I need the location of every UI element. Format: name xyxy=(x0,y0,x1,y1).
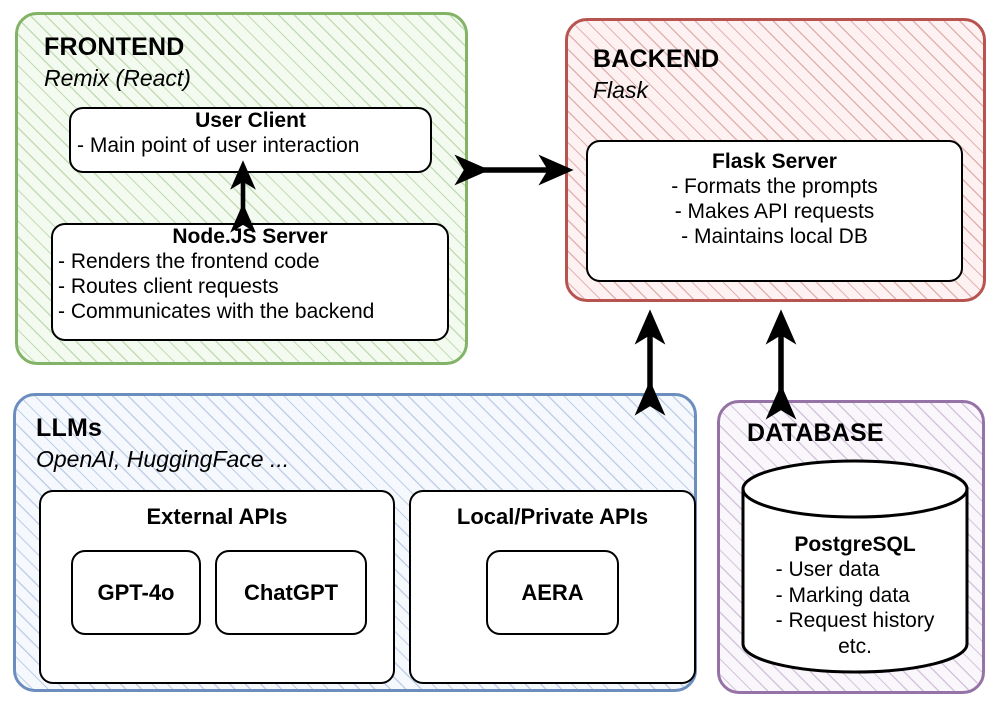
leaf-aera[interactable]: AERA xyxy=(486,550,619,635)
flask-server-item: - Makes API requests xyxy=(674,199,875,223)
local-apis-header: Local/Private APIs xyxy=(456,504,649,529)
node-external-apis[interactable]: External APIs GPT-4o ChatGPT xyxy=(39,490,395,684)
database-cylinder[interactable]: PostgreSQL - User data - Marking data - … xyxy=(740,459,970,674)
frontend-group: FRONTEND Remix (React) User Client - Mai… xyxy=(15,12,468,365)
node-server-item: - Communicates with the backend xyxy=(58,299,375,323)
cylinder-shape-icon xyxy=(741,459,969,674)
flask-server-item: - Formats the prompts xyxy=(671,174,878,198)
flask-server-item: - Maintains local DB xyxy=(681,224,868,248)
frontend-title: FRONTEND xyxy=(44,33,185,61)
llms-title: LLMs xyxy=(36,414,103,442)
node-flask-server[interactable]: Flask Server - Formats the prompts - Mak… xyxy=(586,140,963,282)
frontend-subtitle: Remix (React) xyxy=(44,65,191,91)
postgres-item: - User data xyxy=(775,558,880,581)
database-title: DATABASE xyxy=(747,419,884,447)
postgres-footer: etc. xyxy=(838,634,872,658)
backend-title: BACKEND xyxy=(593,45,720,73)
backend-group: BACKEND Flask Flask Server - Formats the… xyxy=(565,18,986,302)
postgres-item: - Request history xyxy=(775,609,935,633)
llms-group: LLMs OpenAI, HuggingFace ... External AP… xyxy=(13,393,697,692)
database-group: DATABASE PostgreSQL - User data - Markin… xyxy=(717,400,985,694)
flask-server-header: Flask Server xyxy=(712,150,837,173)
leaf-chatgpt[interactable]: ChatGPT xyxy=(215,550,367,635)
node-server-item: - Renders the frontend code xyxy=(58,249,320,273)
database-store-text: PostgreSQL - User data - Marking data - … xyxy=(740,533,970,659)
node-user-client[interactable]: User Client - Main point of user interac… xyxy=(69,107,432,173)
postgres-header: PostgreSQL xyxy=(794,533,916,556)
node-local-private-apis[interactable]: Local/Private APIs AERA xyxy=(409,490,696,684)
node-nodejs-server[interactable]: Node.JS Server - Renders the frontend co… xyxy=(51,223,449,341)
leaf-gpt-4o[interactable]: GPT-4o xyxy=(71,550,201,635)
postgres-item: - Marking data xyxy=(775,583,910,607)
node-server-header: Node.JS Server xyxy=(172,225,328,248)
external-apis-header: External APIs xyxy=(146,504,288,529)
node-server-item: - Routes client requests xyxy=(58,274,279,298)
user-client-header: User Client xyxy=(195,109,306,132)
backend-subtitle: Flask xyxy=(593,77,648,103)
llms-subtitle: OpenAI, HuggingFace ... xyxy=(36,446,290,472)
user-client-item: - Main point of user interaction xyxy=(77,133,360,157)
